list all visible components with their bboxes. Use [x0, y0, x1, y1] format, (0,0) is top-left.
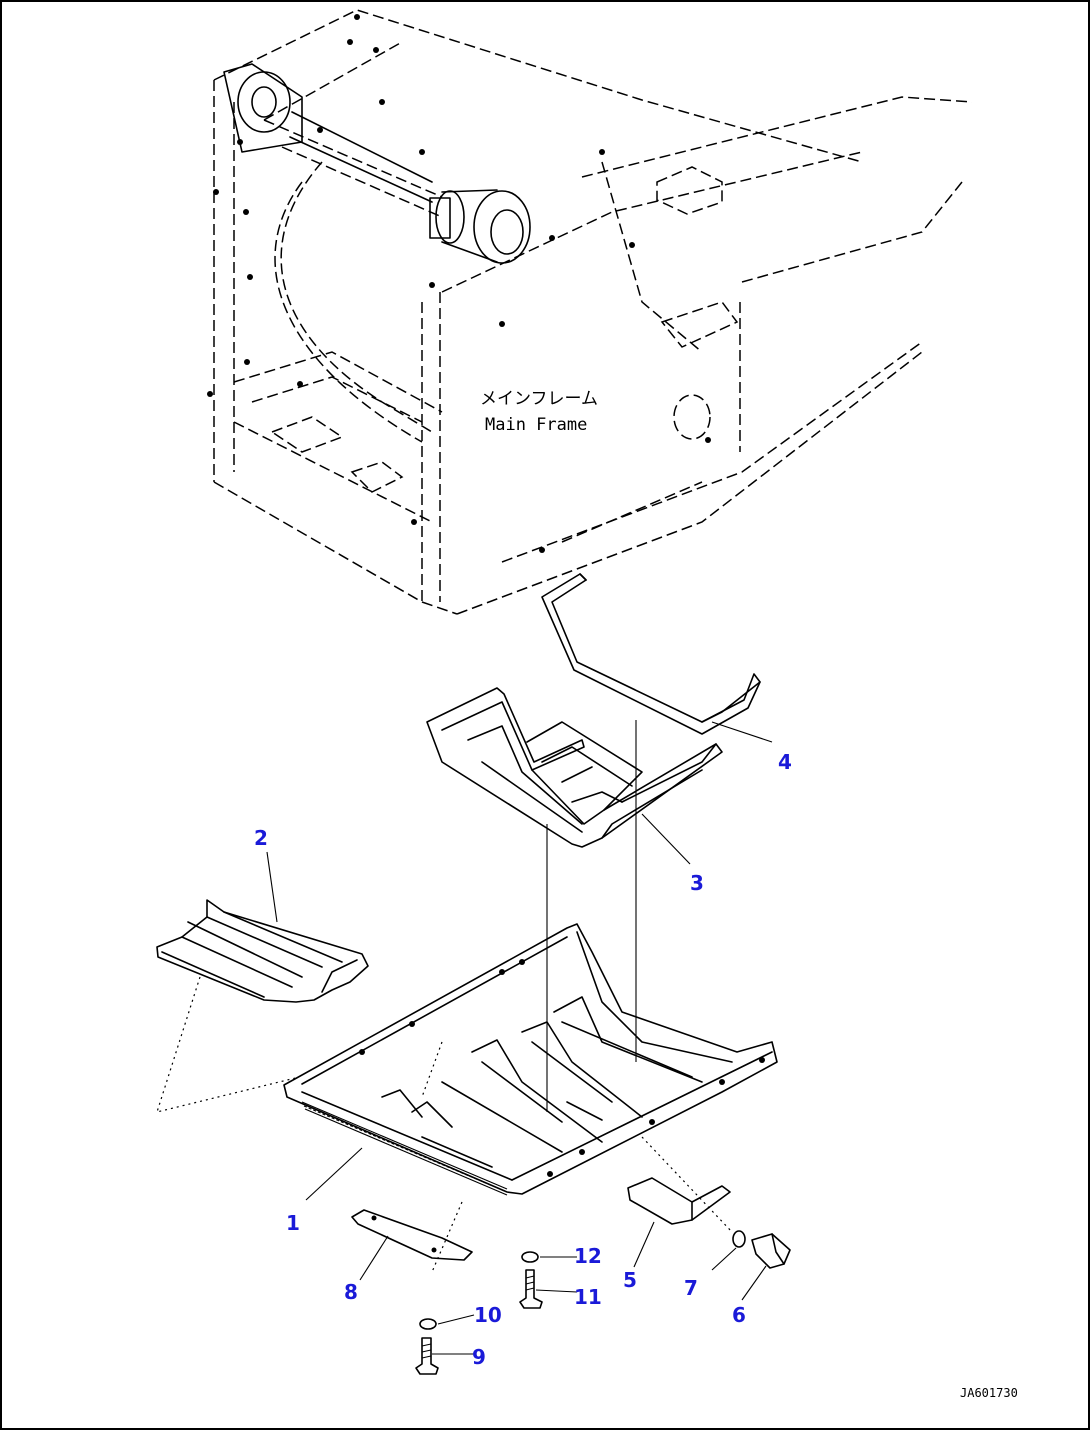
callout-7: 7 [684, 1276, 698, 1300]
callout-leaders [266, 721, 773, 1355]
part-8-plate [351, 1209, 473, 1261]
callout-8: 8 [344, 1280, 358, 1304]
part-4-cover [541, 573, 761, 735]
callout-9: 9 [472, 1345, 486, 1369]
part-7-washer [732, 1230, 746, 1248]
callout-2: 2 [254, 826, 268, 850]
part-10-washer [419, 1318, 437, 1330]
part-2-tray [156, 899, 369, 1003]
mount-leader-2 [421, 1041, 443, 1098]
frame-label-japanese: メインフレーム [480, 389, 598, 409]
callout-3: 3 [690, 871, 704, 895]
part-1-floor-frame [283, 923, 778, 1196]
part-8-leader [431, 1201, 463, 1273]
part-5-leader [641, 1136, 733, 1233]
left-hinge-cluster [207, 14, 711, 553]
callout-6: 6 [732, 1303, 746, 1327]
part-12-washer [521, 1251, 539, 1263]
callout-11: 11 [574, 1285, 602, 1309]
part-3-tray [426, 687, 723, 848]
part-6-bolt [751, 1233, 791, 1269]
callout-4: 4 [778, 750, 792, 774]
swivel-joint [429, 189, 531, 264]
drawing-code: JA601730 [960, 1386, 1018, 1400]
callout-10: 10 [474, 1303, 502, 1327]
part-5-bracket [627, 1177, 731, 1225]
part-9-bolt [415, 1337, 439, 1375]
frame-label-english: Main Frame [485, 415, 587, 435]
callout-1: 1 [286, 1211, 300, 1235]
callout-5: 5 [623, 1268, 637, 1292]
part-11-bolt [519, 1269, 543, 1309]
callout-12: 12 [574, 1244, 602, 1268]
main-frame-outline [213, 9, 973, 615]
